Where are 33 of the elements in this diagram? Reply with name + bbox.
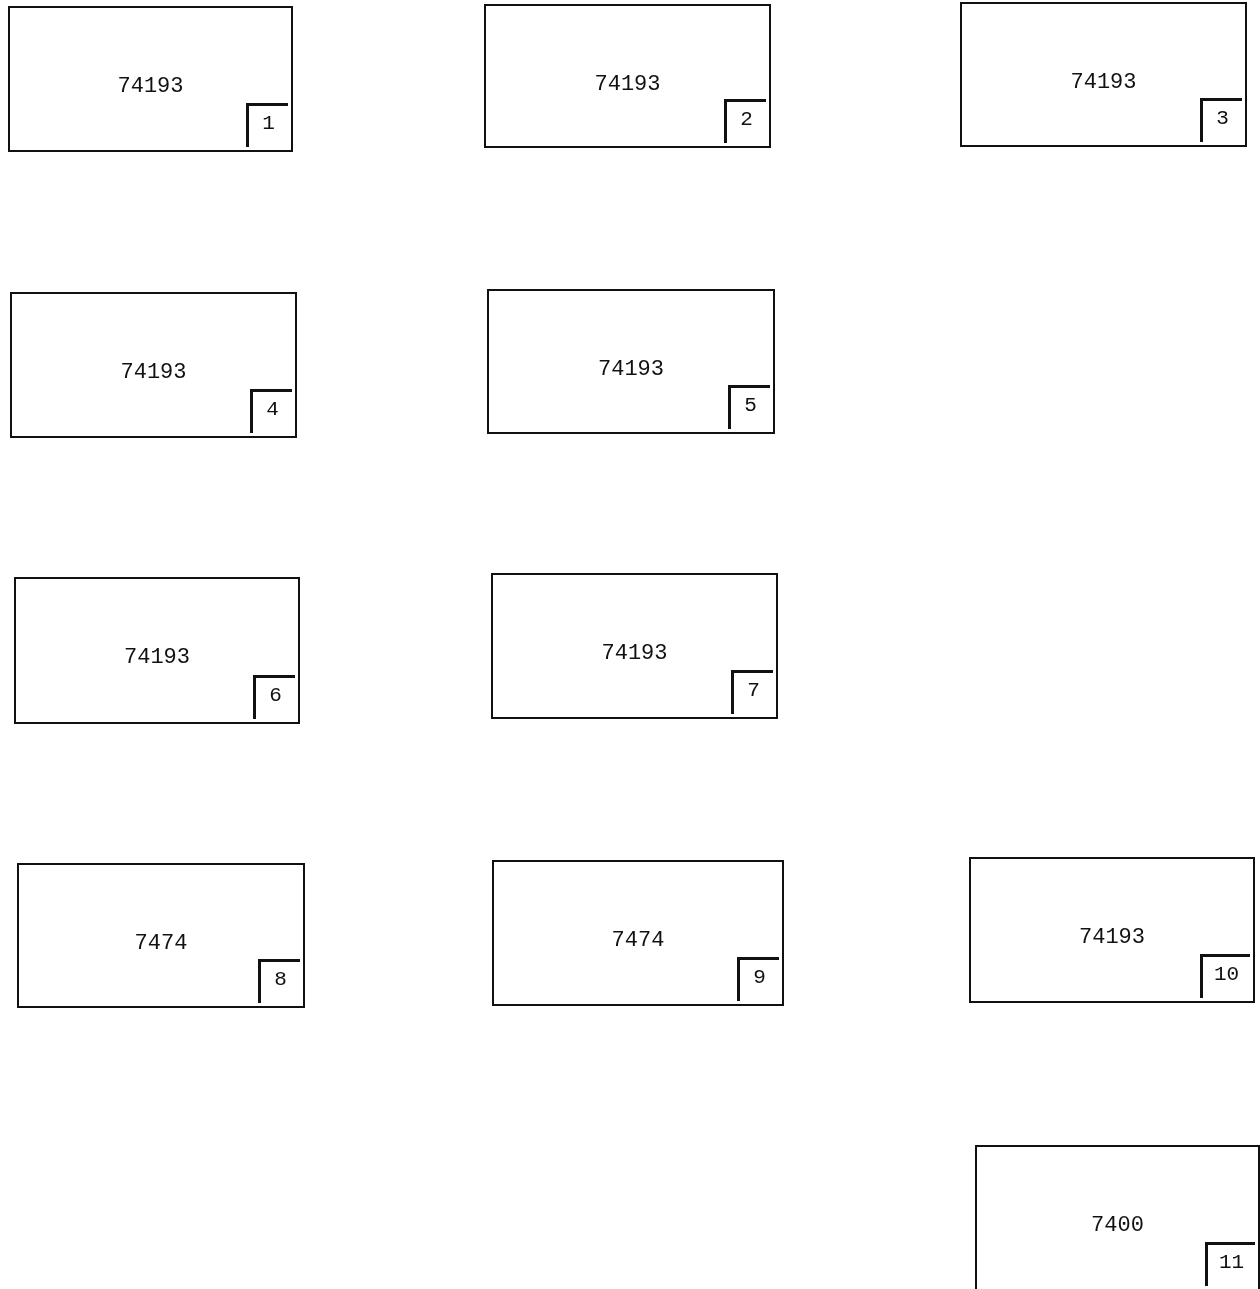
number-tab: 9 bbox=[737, 957, 779, 1001]
chip-box bbox=[491, 573, 778, 719]
number-tab: 11 bbox=[1205, 1242, 1255, 1286]
chip-box bbox=[969, 857, 1255, 1003]
chip-number: 74193 bbox=[117, 74, 184, 99]
number-tab: 2 bbox=[724, 99, 766, 143]
number-tab: 8 bbox=[258, 959, 300, 1003]
number-tab: 4 bbox=[250, 389, 292, 433]
chip-box bbox=[8, 6, 293, 152]
chip-box bbox=[975, 1145, 1260, 1289]
chip-box bbox=[14, 577, 300, 724]
chip-number: 74193 bbox=[594, 72, 661, 97]
chip-box bbox=[960, 2, 1247, 147]
number-tab: 10 bbox=[1200, 954, 1250, 998]
number-tab: 7 bbox=[731, 670, 773, 714]
chip-box bbox=[10, 292, 297, 438]
chip-box bbox=[484, 4, 771, 148]
chip-number: 74193 bbox=[124, 645, 190, 670]
chip-number: 74193 bbox=[598, 357, 664, 382]
number-tab: 5 bbox=[728, 385, 770, 429]
chip-number: 74193 bbox=[120, 360, 187, 385]
chip-number: 7400 bbox=[1091, 1213, 1144, 1238]
chip-number: 7474 bbox=[611, 928, 665, 953]
chip-box bbox=[17, 863, 305, 1008]
chip-box bbox=[487, 289, 775, 434]
number-tab: 3 bbox=[1200, 98, 1242, 142]
number-tab: 6 bbox=[253, 675, 295, 719]
chip-number: 74193 bbox=[601, 641, 668, 666]
chip-number: 74193 bbox=[1070, 70, 1137, 95]
number-tab: 1 bbox=[246, 103, 288, 147]
chip-number: 74193 bbox=[1079, 925, 1145, 950]
chip-number: 7474 bbox=[134, 931, 188, 956]
chip-box bbox=[492, 860, 784, 1006]
